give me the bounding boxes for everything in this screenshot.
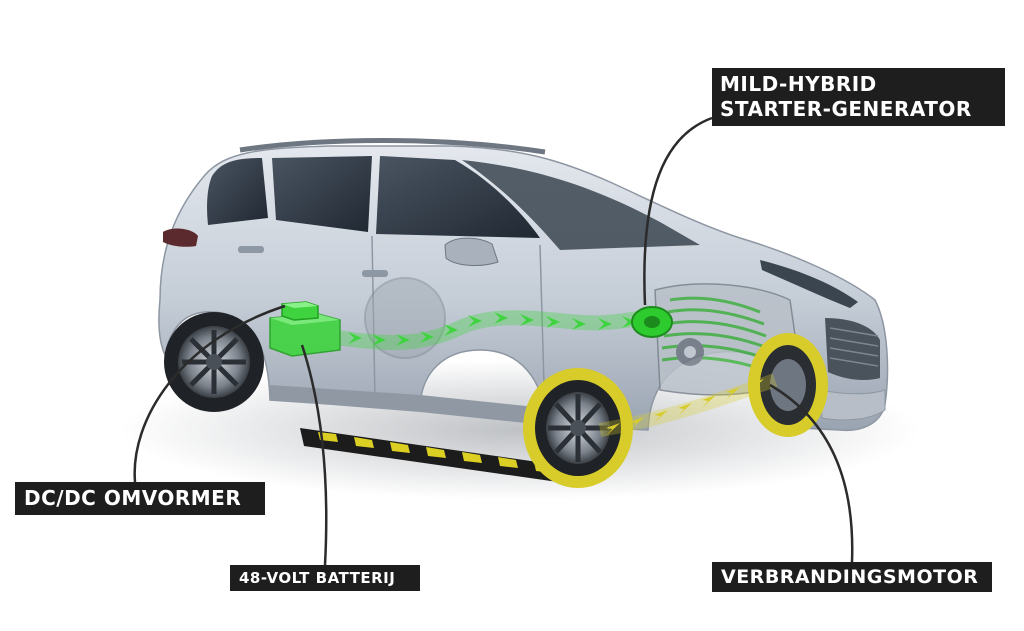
label-starter-generator-line1: MILD-HYBRID (720, 72, 877, 96)
leader-line-engine (769, 383, 854, 563)
front-wheel-left (523, 368, 633, 488)
rear-light (163, 228, 198, 247)
starter-generator-unit (631, 306, 673, 338)
energy-flow-path (338, 310, 646, 350)
windshield (462, 160, 700, 250)
leader-lines (133, 116, 854, 566)
side-window-front (376, 156, 540, 238)
dcdc-converter-unit (281, 301, 319, 321)
side-mirror (444, 237, 499, 266)
rear-window (207, 158, 268, 225)
battery-unit (269, 313, 341, 357)
label-starter-generator: MILD-HYBRID STARTER-GENERATOR (712, 68, 1005, 126)
headlight (760, 260, 858, 308)
label-engine: VERBRANDINGSMOTOR (712, 562, 992, 592)
door-handle-front (362, 270, 388, 277)
mechanical-drive-arrows (598, 373, 778, 437)
door-handle-rear (238, 246, 264, 253)
label-dcdc-converter: DC/DC OMVORMER (15, 482, 265, 515)
front-wheel-right (748, 333, 828, 437)
side-window-rear (272, 156, 372, 232)
front-bumper (819, 389, 886, 421)
leader-line-battery (300, 344, 328, 566)
label-starter-generator-line2: STARTER-GENERATOR (720, 97, 972, 121)
leader-line-dcdc (133, 304, 286, 483)
leader-line-starter-generator (643, 116, 713, 306)
label-battery: 48-VOLT BATTERIJ (230, 565, 420, 591)
roof-rail (239, 138, 546, 155)
rear-wheel (164, 312, 264, 412)
side-sill (270, 385, 545, 425)
